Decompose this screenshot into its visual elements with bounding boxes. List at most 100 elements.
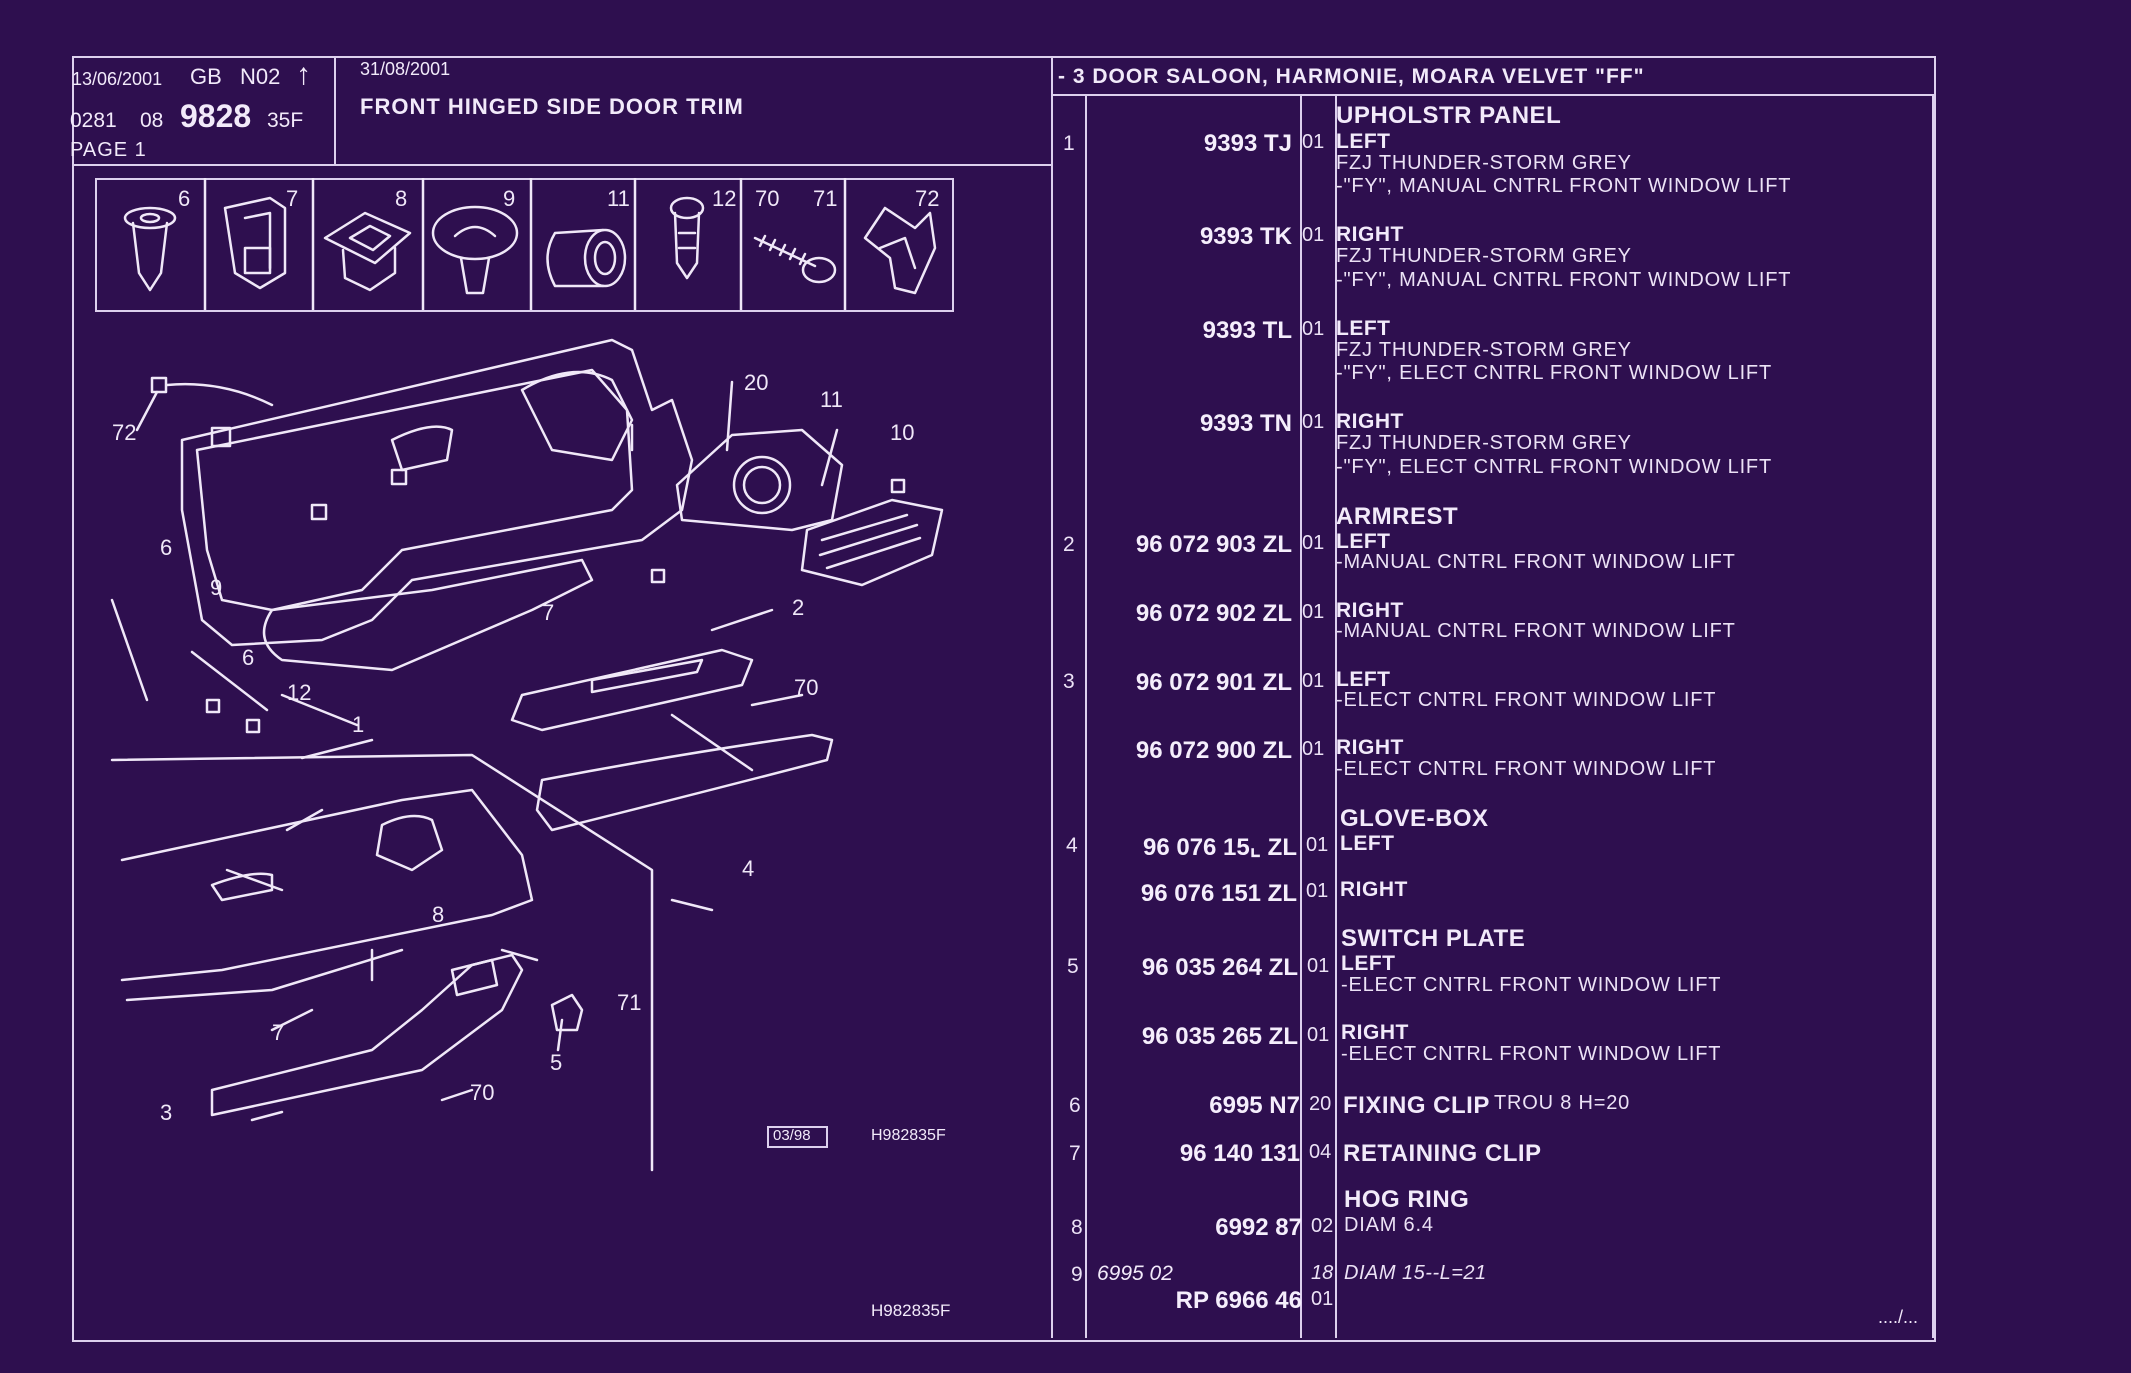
handwritten-desc: DIAM 15--L=21 — [1344, 1262, 1487, 1284]
part-heading: RETAINING CLIP — [1343, 1140, 1542, 1167]
sheet-frame — [72, 56, 1936, 1342]
icon-numbers: 6 7 8 9 11 12 70 71 72 — [178, 186, 939, 211]
part-desc-line: -"FY", ELECT CNTRL FRONT WINDOW LIFT — [1336, 456, 1772, 478]
svg-text:12: 12 — [712, 186, 736, 211]
part-quantity: 20 — [1309, 1093, 1332, 1115]
part-desc-line: FZJ THUNDER-STORM GREY — [1336, 245, 1632, 267]
grommet-icon — [546, 228, 627, 288]
part-desc-line: -MANUAL CNTRL FRONT WINDOW LIFT — [1336, 551, 1736, 573]
part-reference: 6995 N7 — [1209, 1092, 1300, 1119]
svg-text:5: 5 — [550, 1050, 562, 1075]
item-number: 7 — [1069, 1142, 1081, 1165]
svg-text:12: 12 — [287, 680, 311, 705]
part-quantity: 01 — [1311, 1288, 1334, 1310]
col-line-2 — [1300, 94, 1302, 1338]
svg-text:6: 6 — [242, 645, 254, 670]
bracket-clip-icon — [223, 196, 287, 290]
item-number: 2 — [1063, 533, 1075, 556]
svg-text:11: 11 — [607, 186, 630, 211]
part-side: LEFT — [1340, 832, 1395, 855]
continuation-mark: ..../... — [1878, 1307, 1919, 1327]
svg-text:71: 71 — [617, 990, 641, 1015]
header-bottom-line-right — [1051, 94, 1934, 96]
part-side: LEFT — [1336, 317, 1391, 340]
part-desc-line: FZJ THUNDER-STORM GREY — [1336, 432, 1632, 454]
part-side: RIGHT — [1341, 1021, 1409, 1044]
part-side: RIGHT — [1336, 736, 1404, 759]
armrest — [510, 648, 754, 732]
svg-text:9: 9 — [503, 186, 515, 211]
push-rivet-icon — [431, 205, 519, 295]
code-a: 0281 — [70, 109, 117, 132]
svg-text:7: 7 — [542, 600, 554, 625]
part-reference: 9393 TL — [1202, 317, 1292, 344]
col-line-1 — [1085, 94, 1087, 1338]
stud-clip-icon — [669, 196, 705, 280]
svg-text:10: 10 — [890, 420, 914, 445]
part-side: LEFT — [1336, 530, 1391, 553]
part-side: RIGHT — [1336, 410, 1404, 433]
item-number: 1 — [1063, 132, 1075, 155]
part-reference: 6992 87 — [1215, 1214, 1302, 1241]
svg-text:11: 11 — [820, 387, 843, 412]
part-reference: 9393 TJ — [1203, 130, 1292, 157]
svg-text:4: 4 — [742, 856, 754, 881]
svg-text:7: 7 — [272, 1020, 284, 1045]
code-c: 35F — [267, 109, 304, 132]
part-heading: GLOVE-BOX — [1340, 805, 1489, 832]
part-quantity: 01 — [1302, 224, 1325, 246]
part-reference: 96 072 903 ZL — [1135, 531, 1292, 558]
square-clip-icon — [323, 211, 412, 292]
part-reference: 9393 TN — [1199, 410, 1292, 437]
item-number: 8 — [1071, 1216, 1083, 1239]
part-quantity: 01 — [1306, 880, 1329, 902]
handwritten-qty: 18 — [1311, 1262, 1334, 1284]
part-quantity: 01 — [1302, 670, 1325, 692]
part-reference: 96 072 900 ZL — [1135, 737, 1292, 764]
revision-date: 31/08/2001 — [360, 59, 451, 79]
drawing-ref-code-bottom: H982835F — [871, 1301, 951, 1320]
part-quantity: 01 — [1302, 131, 1325, 153]
col-line-3 — [1335, 94, 1337, 1338]
part-desc-line: TROU 8 H=20 — [1494, 1092, 1631, 1114]
door-trim-diagram: 72 20 11 10 6 9 7 2 6 12 1 70 4 8 71 7 5… — [110, 338, 944, 1172]
part-desc-line: FZJ THUNDER-STORM GREY — [1336, 152, 1632, 174]
part-desc-line: FZJ THUNDER-STORM GREY — [1336, 339, 1632, 361]
code-main: 9828 — [180, 98, 252, 134]
svg-text:70: 70 — [470, 1080, 494, 1105]
svg-text:71: 71 — [813, 186, 837, 211]
part-quantity: 04 — [1309, 1141, 1332, 1163]
part-side: RIGHT — [1336, 223, 1404, 246]
svg-text:70: 70 — [755, 186, 779, 211]
part-heading: ARMREST — [1336, 503, 1459, 530]
svg-text:9: 9 — [210, 575, 222, 600]
n02-code: N02 — [240, 64, 281, 89]
part-quantity: 01 — [1307, 955, 1330, 977]
part-desc-line: -"FY", ELECT CNTRL FRONT WINDOW LIFT — [1336, 362, 1772, 384]
part-reference: 96 072 902 ZL — [1135, 600, 1292, 627]
part-reference: 96 035 264 ZL — [1141, 954, 1298, 981]
part-side: LEFT — [1336, 668, 1391, 691]
part-reference: 96 072 901 ZL — [1135, 669, 1292, 696]
svg-text:8: 8 — [432, 902, 444, 927]
part-quantity: 01 — [1302, 318, 1325, 340]
part-desc-line: -ELECT CNTRL FRONT WINDOW LIFT — [1336, 689, 1717, 711]
header-left-divider — [334, 56, 336, 166]
part-quantity: 01 — [1302, 601, 1325, 623]
drawing-ref-code: H982835F — [871, 1127, 946, 1144]
part-reference: RP 6966 46 — [1175, 1287, 1302, 1314]
item-number: 5 — [1067, 955, 1079, 978]
part-side: RIGHT — [1336, 599, 1404, 622]
part-desc-line: DIAM 6.4 — [1344, 1214, 1434, 1236]
vehicle-title: - 3 DOOR SALOON, HARMONIE, MOARA VELVET … — [1058, 65, 1645, 88]
part-side: RIGHT — [1340, 878, 1408, 901]
issue-date: 13/06/2001 — [72, 69, 163, 89]
gb-code: GB — [190, 64, 222, 89]
part-heading: SWITCH PLATE — [1341, 925, 1526, 952]
speaker-grille — [800, 498, 944, 587]
part-quantity: 01 — [1302, 738, 1325, 760]
upholstery-panel — [180, 338, 694, 647]
part-quantity: 01 — [1302, 411, 1325, 433]
fastener-icons: 6 7 8 9 11 12 70 71 72 — [123, 178, 939, 310]
fastener-icon-strip — [95, 178, 954, 312]
